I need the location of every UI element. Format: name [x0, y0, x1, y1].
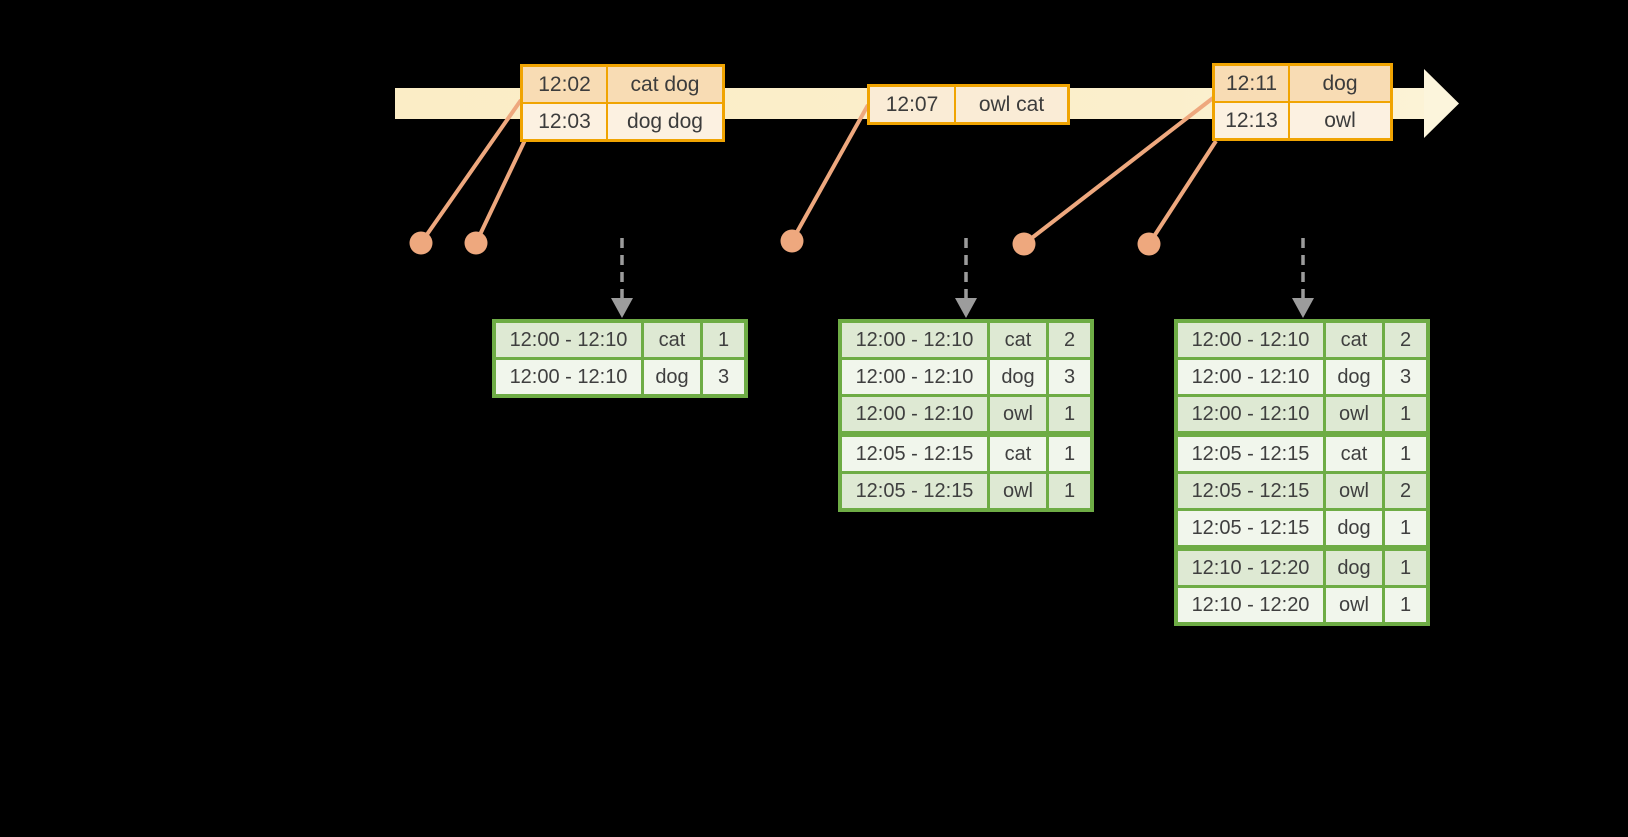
result-window: 12:00 - 12:10	[1178, 360, 1323, 394]
result-word: owl	[1326, 397, 1382, 431]
result-window: 12:05 - 12:15	[1178, 511, 1323, 545]
event-marker-icon	[1012, 232, 1036, 256]
result-count: 2	[1049, 323, 1090, 357]
result-word: owl	[990, 474, 1046, 508]
result-word: dog	[990, 360, 1046, 394]
result-count: 2	[1385, 323, 1426, 357]
result-word: cat	[990, 437, 1046, 471]
result-window: 12:05 - 12:15	[842, 437, 987, 471]
event-marker-icon	[1137, 232, 1161, 256]
event-marker-icon	[464, 231, 488, 255]
event-words: owl	[1290, 103, 1390, 138]
trigger-arrowhead-icon	[955, 298, 977, 318]
event-words: owl cat	[956, 87, 1067, 122]
result-window: 12:00 - 12:10	[842, 360, 987, 394]
result-word: dog	[1326, 360, 1382, 394]
result-word: dog	[644, 360, 700, 394]
event-time: 12:02	[523, 67, 606, 102]
event-time: 12:07	[870, 87, 954, 122]
result-count: 1	[1385, 397, 1426, 431]
result-word: dog	[1326, 551, 1382, 585]
result-count: 3	[1049, 360, 1090, 394]
result-window: 12:10 - 12:20	[1178, 588, 1323, 622]
result-count: 1	[1049, 397, 1090, 431]
result-word: owl	[990, 397, 1046, 431]
result-window: 12:00 - 12:10	[496, 323, 641, 357]
result-count: 1	[703, 323, 744, 357]
event-words: dog	[1290, 66, 1390, 101]
trigger-arrowheads	[611, 298, 1314, 318]
result-word: dog	[1326, 511, 1382, 545]
result-window: 12:00 - 12:10	[1178, 323, 1323, 357]
result-word: cat	[644, 323, 700, 357]
result-word: cat	[1326, 323, 1382, 357]
event-connector-lines	[419, 96, 1218, 246]
result-count: 1	[1385, 437, 1426, 471]
event-marker-icon	[780, 229, 804, 253]
result-count: 3	[703, 360, 744, 394]
result-window: 12:05 - 12:15	[842, 474, 987, 508]
trigger-arrowhead-icon	[1292, 298, 1314, 318]
trigger-arrowhead-icon	[611, 298, 633, 318]
result-window: 12:00 - 12:10	[1178, 397, 1323, 431]
timeline-arrowhead-icon	[1424, 69, 1459, 138]
event-words: dog dog	[608, 104, 722, 139]
result-word: owl	[1326, 474, 1382, 508]
result-count: 1	[1385, 551, 1426, 585]
result-window: 12:05 - 12:15	[1178, 474, 1323, 508]
trigger-arrows	[620, 238, 1305, 301]
result-count: 1	[1049, 437, 1090, 471]
event-time: 12:13	[1215, 103, 1288, 138]
result-word: cat	[990, 323, 1046, 357]
result-window: 12:00 - 12:10	[496, 360, 641, 394]
result-count: 2	[1385, 474, 1426, 508]
result-window: 12:05 - 12:15	[1178, 437, 1323, 471]
event-marker-icon	[409, 231, 433, 255]
result-count: 1	[1385, 511, 1426, 545]
result-window: 12:00 - 12:10	[842, 397, 987, 431]
result-word: owl	[1326, 588, 1382, 622]
result-window: 12:00 - 12:10	[842, 323, 987, 357]
event-time: 12:03	[523, 104, 606, 139]
result-count: 3	[1385, 360, 1426, 394]
event-words: cat dog	[608, 67, 722, 102]
result-count: 1	[1385, 588, 1426, 622]
result-word: cat	[1326, 437, 1382, 471]
event-time: 12:11	[1215, 66, 1288, 101]
event-markers	[409, 229, 1161, 256]
result-window: 12:10 - 12:20	[1178, 551, 1323, 585]
result-count: 1	[1049, 474, 1090, 508]
